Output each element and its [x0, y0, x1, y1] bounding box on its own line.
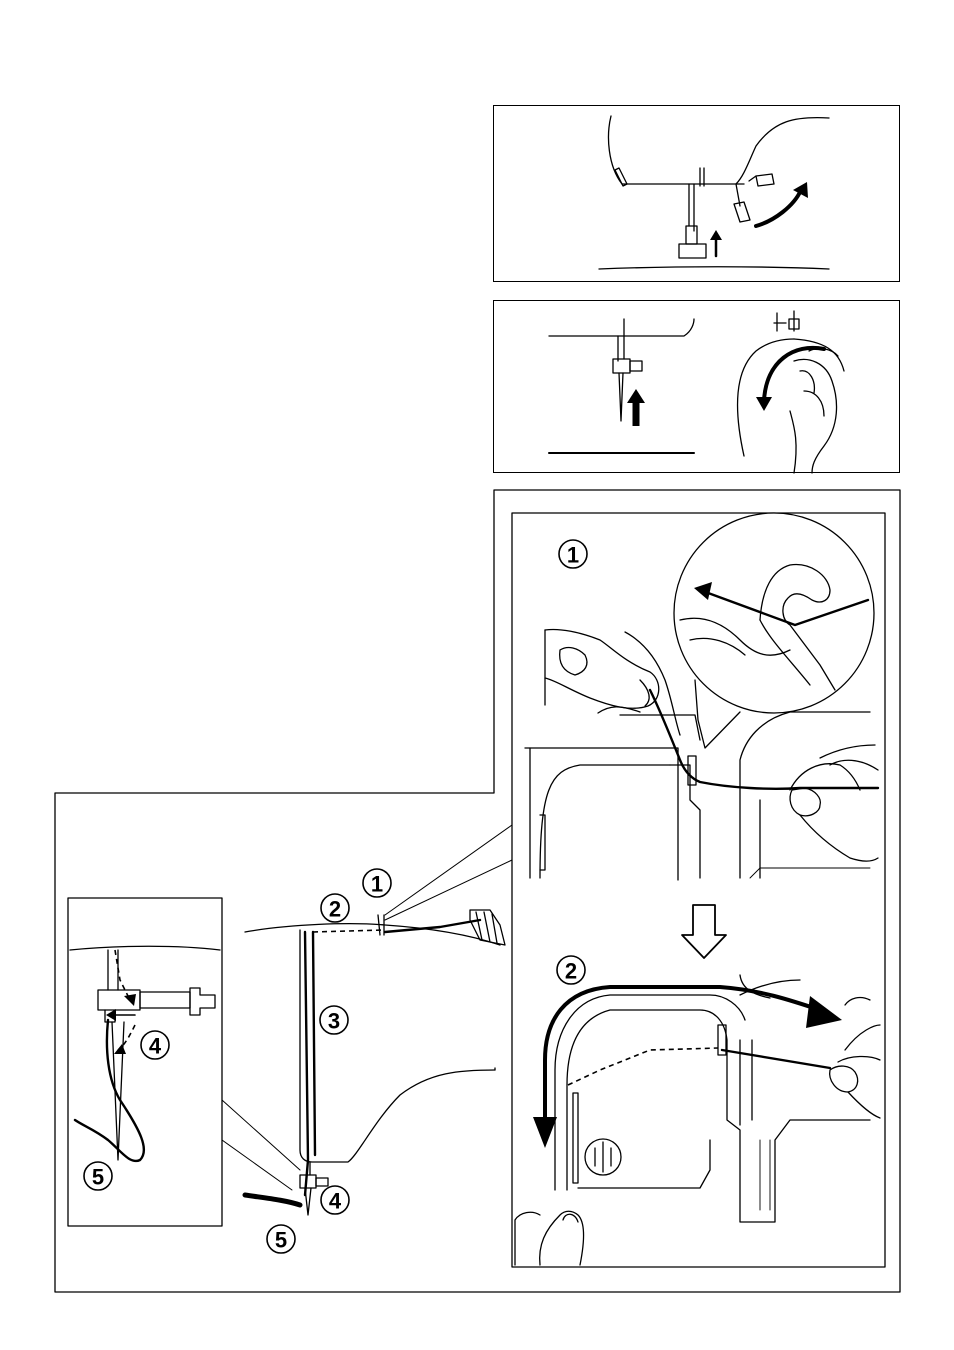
- badge-step1-closeup: 1: [559, 540, 587, 568]
- badge-step4-inset: 4: [141, 1031, 169, 1059]
- badge-step3: 3: [320, 1006, 348, 1034]
- step-label: 1: [567, 543, 579, 568]
- badge-step2-closeup: 2: [557, 956, 585, 984]
- badge-step1: 1: [363, 869, 391, 897]
- badge-step4: 4: [321, 1186, 349, 1214]
- badge-step5-inset: 5: [84, 1162, 112, 1190]
- step-label: 5: [275, 1228, 287, 1253]
- step-label: 2: [565, 959, 577, 984]
- step-label: 5: [92, 1165, 104, 1190]
- step-label: 4: [329, 1189, 342, 1214]
- step-label: 2: [329, 897, 341, 922]
- step-label: 1: [371, 872, 383, 897]
- badge-step2: 2: [321, 894, 349, 922]
- step-label: 3: [328, 1009, 340, 1034]
- step-label: 4: [149, 1034, 162, 1059]
- badge-step5: 5: [267, 1225, 295, 1253]
